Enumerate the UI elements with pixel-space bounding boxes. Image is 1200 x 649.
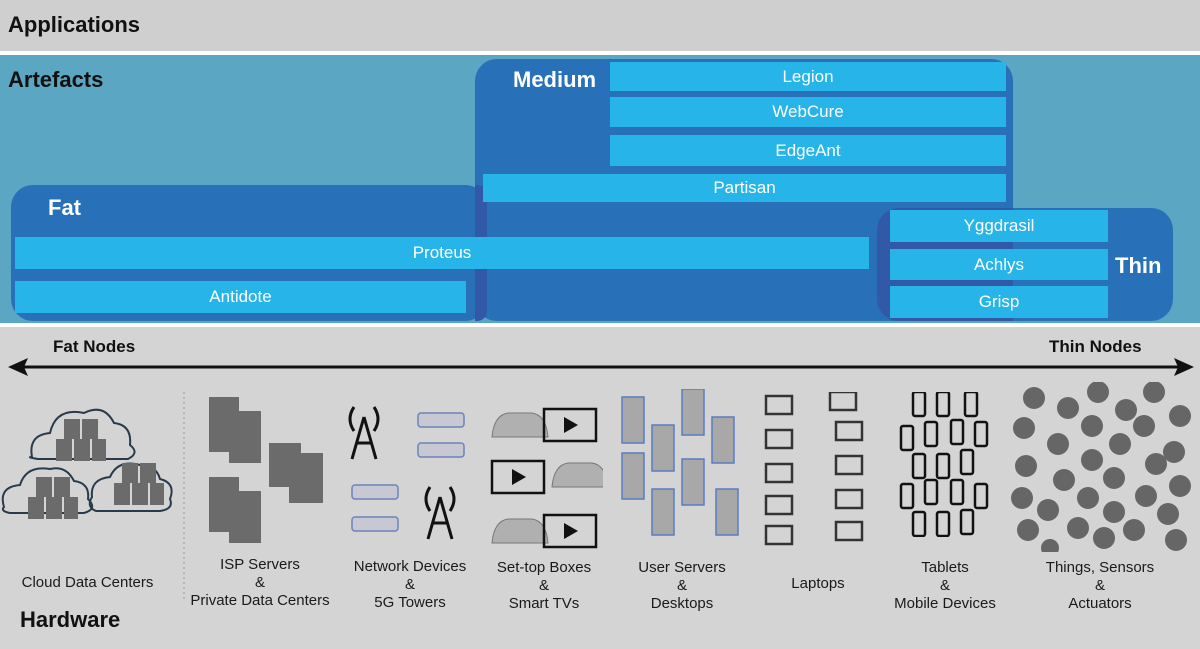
category-cloud-data-centers: Cloud Data Centers (21, 574, 154, 591)
divider-dotted (183, 392, 185, 602)
set-top-boxes-icon (490, 407, 603, 549)
artefact-grisp[interactable]: Grisp (890, 286, 1108, 318)
category-user-servers: User Servers & Desktops (638, 559, 726, 612)
artefacts-title: Artefacts (8, 67, 104, 92)
fat-group-label: Fat (48, 195, 81, 220)
artefact-proteus[interactable]: Proteus (15, 237, 869, 269)
hardware-title: Hardware (20, 607, 121, 632)
artefact-yggdrasil[interactable]: Yggdrasil (890, 210, 1108, 242)
category-set-top-boxes: Set-top Boxes & Smart TVs (496, 559, 592, 612)
thin-nodes-label: Thin Nodes (1049, 337, 1142, 356)
laptops-icon (764, 392, 864, 546)
artefacts-layer: Artefacts Fat Medium Thin Legion WebCure… (0, 55, 1200, 323)
hardware-layer: Fat Nodes Thin Nodes (0, 327, 1200, 649)
artefact-legion[interactable]: Legion (610, 62, 1006, 91)
category-laptops: Laptops (791, 575, 845, 592)
artefact-partisan[interactable]: Partisan (483, 174, 1006, 202)
artefact-webcure[interactable]: WebCure (610, 97, 1006, 127)
medium-group-label: Medium (513, 67, 597, 92)
user-servers-icon (621, 389, 739, 536)
artefact-edgeant[interactable]: EdgeAnt (610, 135, 1006, 166)
cloud-data-centers-icon (1, 408, 173, 519)
applications-title: Applications (8, 12, 141, 37)
category-things-sensors: Things, Sensors & Actuators (1045, 559, 1155, 612)
thin-group-label: Thin (1115, 253, 1162, 278)
applications-layer: Applications (0, 0, 1200, 51)
network-devices-icon (348, 406, 465, 540)
isp-servers-icon (209, 397, 323, 543)
artefact-achlys[interactable]: Achlys (890, 249, 1108, 280)
category-network-devices: Network Devices & 5G Towers (353, 558, 467, 611)
category-tablets: Tablets & Mobile Devices (894, 559, 996, 612)
fat-thin-axis-arrow (8, 358, 1194, 376)
things-sensors-icon (1011, 382, 1191, 552)
category-isp-servers: ISP Servers & Private Data Centers (190, 556, 330, 609)
tablets-icon (899, 392, 989, 537)
fat-nodes-label: Fat Nodes (53, 337, 136, 356)
artefact-antidote[interactable]: Antidote (15, 281, 466, 313)
